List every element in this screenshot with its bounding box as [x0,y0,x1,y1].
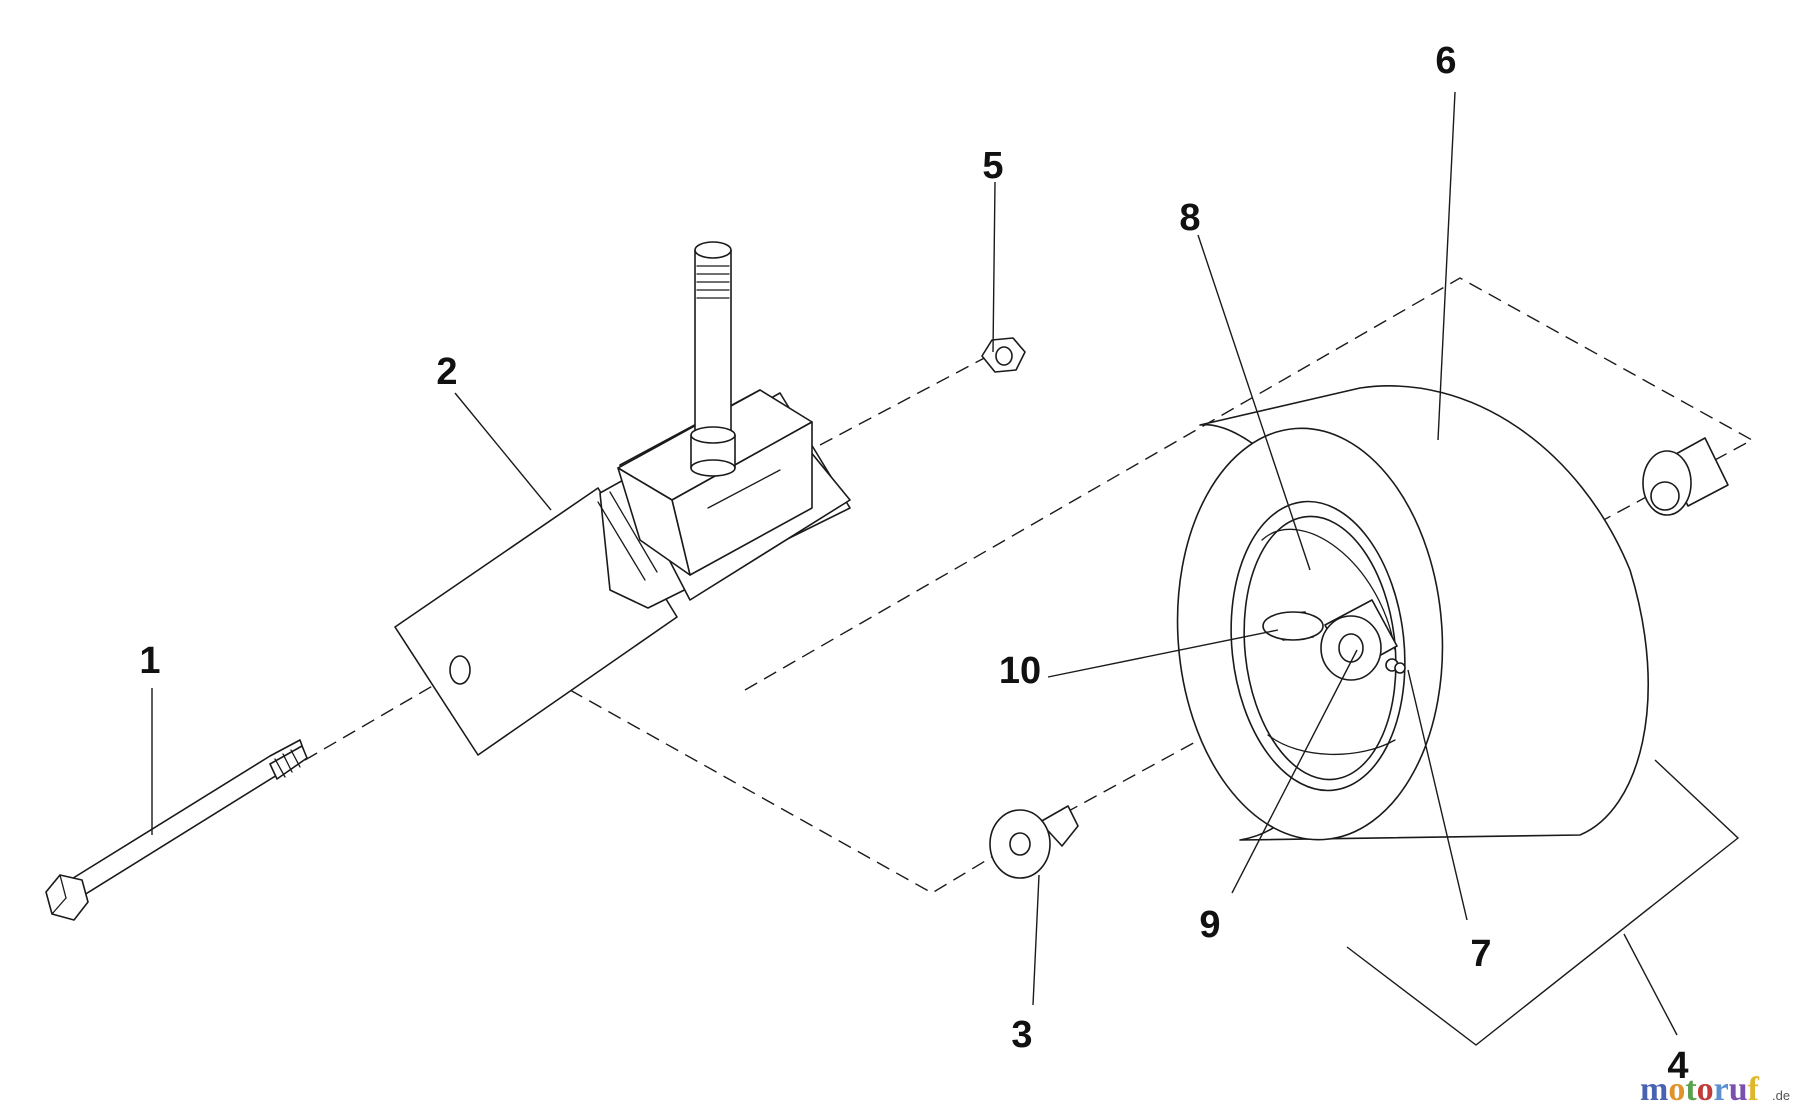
watermark-letter: o [1697,1071,1714,1108]
wheel-rim [1230,500,1406,792]
watermark-logo: motoruf .de [1640,1071,1790,1108]
spacer-left [989,805,1079,879]
wheel-hub [1320,599,1398,681]
callout-3: 3 [1011,1014,1032,1056]
callout-labels: 1 2 3 4 5 6 7 8 9 10 [139,40,1688,1087]
callout-9: 9 [1199,904,1220,946]
leader-lines [151,91,1678,1036]
spacer-right [1642,437,1729,516]
hex-nut [981,337,1026,373]
watermark-domain: .de [1772,1088,1790,1103]
callout-4: 4 [1667,1045,1688,1087]
svg-text:motoruf: motoruf [1640,1071,1760,1108]
callout-1: 1 [139,640,160,682]
watermark-letter: f [1748,1071,1760,1108]
hex-bolt [45,739,308,921]
watermark-letter: u [1729,1071,1748,1108]
callout-8: 8 [1179,197,1200,239]
callout-2: 2 [436,351,457,393]
grease-fitting [1262,611,1324,641]
callout-10: 10 [999,650,1041,692]
watermark-letter: m [1640,1071,1668,1108]
callout-5: 5 [982,145,1003,187]
watermark-letter: t [1685,1071,1697,1108]
grease-nipple [1385,658,1406,674]
callout-6: 6 [1435,40,1456,82]
watermark-letter: o [1668,1071,1685,1108]
caster-bracket [394,241,851,756]
watermark-letter: r [1714,1071,1729,1108]
kit-bracket [1346,759,1740,1046]
callout-7: 7 [1470,933,1491,975]
